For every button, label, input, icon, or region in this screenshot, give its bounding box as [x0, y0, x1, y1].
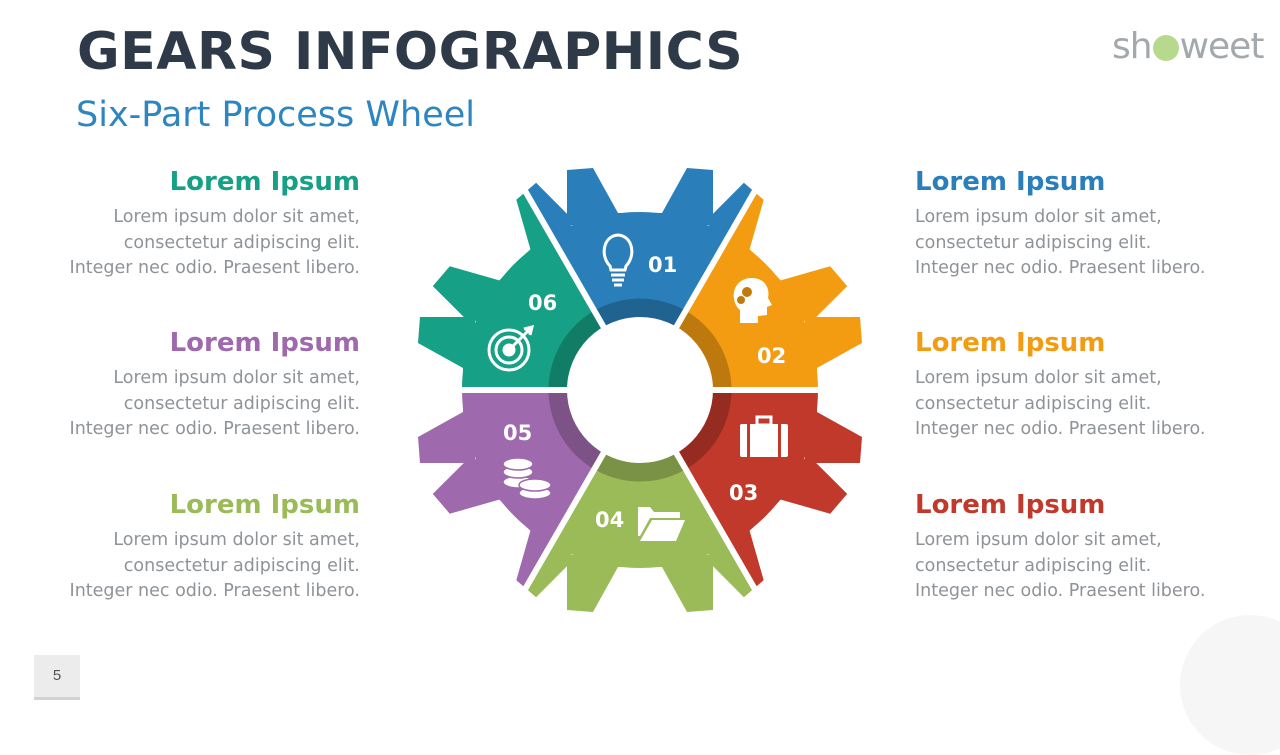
head-gears-icon — [733, 277, 772, 323]
page-title: GEARS INFOGRAPHICS — [77, 22, 744, 82]
logo-text-start: sh — [1112, 26, 1153, 67]
segment-number-02: 02 — [757, 344, 786, 368]
folder-icon — [638, 507, 685, 541]
page-number: 5 — [34, 655, 80, 700]
block-line: consectetur adipiscing elit. — [915, 555, 1152, 576]
logo-text-end: weet — [1179, 26, 1265, 67]
block-heading: Lorem Ipsum — [169, 167, 360, 197]
briefcase-icon — [740, 415, 788, 457]
gear-wheel: 01 02 03 04 05 06 — [418, 168, 862, 612]
lightbulb-icon — [602, 233, 634, 287]
page-subtitle: Six-Part Process Wheel — [76, 95, 475, 135]
segment-number-06: 06 — [528, 291, 557, 315]
block-line: Lorem ipsum dolor sit amet, — [915, 207, 1162, 227]
block-heading: Lorem Ipsum — [169, 328, 360, 358]
segment-number-05: 05 — [503, 421, 532, 445]
block-line: Lorem ipsum dolor sit amet, — [915, 368, 1162, 388]
block-line: consectetur adipiscing elit. — [123, 555, 360, 576]
block-line: Integer nec odio. Praesent libero. — [69, 419, 360, 439]
block-line: Integer nec odio. Praesent libero. — [915, 419, 1206, 439]
segment-number-03: 03 — [729, 481, 758, 505]
coins-icon — [502, 457, 552, 500]
block-heading: Lorem Ipsum — [915, 328, 1106, 358]
target-icon — [487, 324, 535, 372]
block-line: Lorem ipsum dolor sit amet, — [113, 368, 360, 388]
block-line: consectetur adipiscing elit. — [915, 393, 1152, 414]
block-line: consectetur adipiscing elit. — [123, 393, 360, 414]
block-line: Lorem ipsum dolor sit amet, — [915, 530, 1162, 550]
block-line: Lorem ipsum dolor sit amet, — [113, 207, 360, 227]
block-heading: Lorem Ipsum — [169, 490, 360, 520]
block-line: consectetur adipiscing elit. — [915, 232, 1152, 253]
block-line: Integer nec odio. Praesent libero. — [915, 258, 1206, 278]
segment-number-01: 01 — [648, 253, 677, 277]
block-line: consectetur adipiscing elit. — [123, 232, 360, 253]
block-heading: Lorem Ipsum — [915, 490, 1106, 520]
block-line: Integer nec odio. Praesent libero. — [69, 258, 360, 278]
block-line: Lorem ipsum dolor sit amet, — [113, 530, 360, 550]
block-heading: Lorem Ipsum — [915, 167, 1106, 197]
block-line: Integer nec odio. Praesent libero. — [915, 581, 1206, 601]
block-line: Integer nec odio. Praesent libero. — [69, 581, 360, 601]
segment-number-04: 04 — [595, 508, 624, 532]
logo-mark-icon — [1152, 35, 1179, 61]
